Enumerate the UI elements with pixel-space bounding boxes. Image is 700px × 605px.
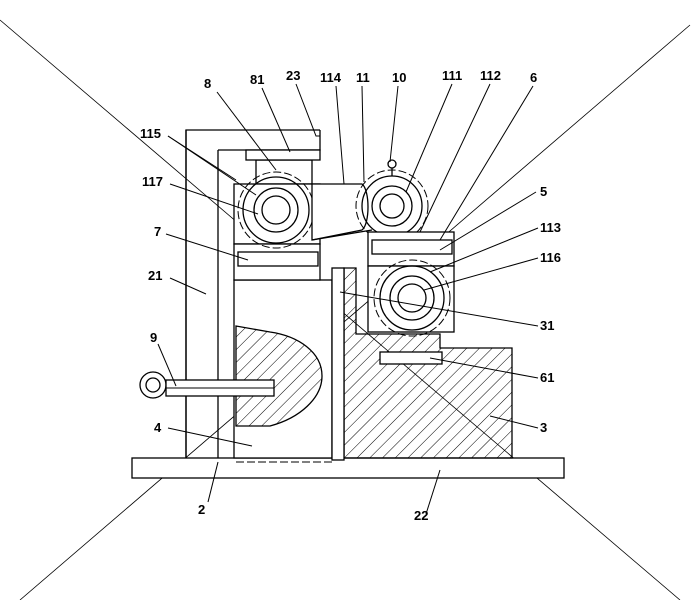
label-21: 21: [148, 268, 162, 283]
label-61: 61: [540, 370, 554, 385]
label-117: 117: [142, 174, 163, 189]
bridge-arm: [311, 183, 373, 241]
label-3: 3: [540, 420, 547, 435]
label-112: 112: [480, 68, 501, 83]
label-81: 81: [250, 72, 264, 87]
slide-block: [233, 279, 333, 463]
label-31: 31: [540, 318, 554, 333]
label-9: 9: [150, 330, 157, 345]
guide-post: [331, 267, 345, 461]
part-labels: 8 81 23 114 11 10 111 112 6 115 117 5 11…: [140, 68, 561, 523]
leader-lines: [157, 83, 539, 515]
label-113: 113: [540, 220, 561, 235]
label-23: 23: [286, 68, 300, 83]
label-114: 114: [320, 70, 342, 85]
label-7: 7: [154, 224, 161, 239]
pull-rod: [139, 371, 275, 399]
label-111: 111: [442, 68, 462, 83]
label-115: 115: [140, 126, 161, 141]
label-10: 10: [392, 70, 406, 85]
label-8: 8: [204, 76, 211, 91]
support-block: [343, 267, 513, 459]
label-11: 11: [356, 70, 370, 85]
label-4: 4: [154, 420, 162, 435]
base-plate: [131, 457, 565, 479]
lower-right-housing: [367, 231, 455, 337]
label-116: 116: [540, 250, 561, 265]
label-6: 6: [530, 70, 537, 85]
left-roller-housing: [233, 149, 321, 281]
label-5: 5: [540, 184, 547, 199]
label-22: 22: [414, 508, 428, 523]
label-2: 2: [198, 502, 205, 517]
